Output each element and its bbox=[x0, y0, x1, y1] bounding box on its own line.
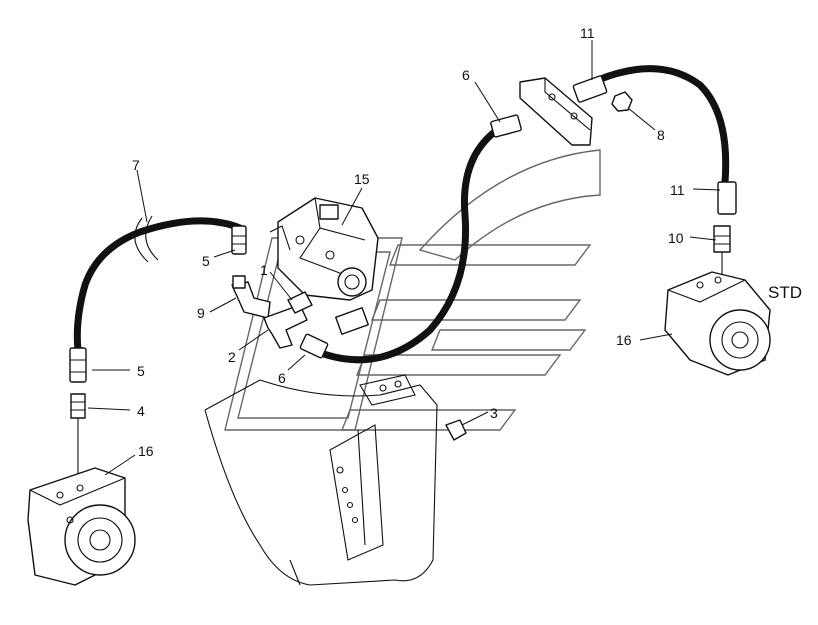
callout-8: 8 bbox=[657, 127, 665, 143]
hose-fitting-11-upper bbox=[572, 75, 608, 103]
adapter-10 bbox=[713, 225, 731, 253]
tractor-panel bbox=[204, 374, 438, 586]
adapter-4 bbox=[70, 393, 86, 480]
fitting-elbow-9 bbox=[231, 275, 271, 319]
hose-center bbox=[314, 124, 504, 364]
hose-fitting-5-upper bbox=[231, 225, 247, 255]
fitting-tee-2 bbox=[263, 304, 308, 349]
callout-3: 3 bbox=[490, 405, 498, 421]
adapter-1 bbox=[287, 291, 369, 335]
control-valve-15 bbox=[269, 197, 379, 301]
callout-16-left: 16 bbox=[138, 443, 154, 459]
hose-right bbox=[594, 65, 730, 186]
callout-6-lower: 6 bbox=[278, 370, 286, 386]
callout-11-upper: 11 bbox=[580, 25, 595, 41]
hydraulic-motor-16-left bbox=[27, 467, 136, 586]
callout-2: 2 bbox=[228, 349, 236, 365]
callout-15: 15 bbox=[354, 171, 370, 187]
nut-8 bbox=[611, 91, 633, 112]
callout-6-upper: 6 bbox=[462, 67, 470, 83]
callout-5-lower: 5 bbox=[137, 363, 145, 379]
watermark-logo bbox=[224, 149, 601, 431]
mounting-bracket bbox=[519, 77, 593, 146]
callout-4: 4 bbox=[137, 403, 145, 419]
hose-left bbox=[73, 217, 244, 354]
hose-fitting-5-lower bbox=[69, 347, 87, 383]
hose-fitting-6-upper bbox=[490, 114, 522, 138]
clip-7 bbox=[134, 215, 159, 263]
hose-fitting-6-lower bbox=[299, 333, 329, 359]
callout-1: 1 bbox=[260, 262, 268, 278]
hose-fitting-11-lower bbox=[717, 181, 737, 215]
callouts: 1 2 3 4 5 5 6 6 7 8 9 10 11 11 15 16 16 … bbox=[132, 25, 802, 459]
callout-16-right: 16 bbox=[616, 332, 632, 348]
plug-3 bbox=[445, 419, 467, 441]
leader-lines bbox=[87, 40, 721, 476]
variant-label: STD bbox=[768, 283, 802, 302]
callout-9: 9 bbox=[197, 305, 205, 321]
callout-11-lower: 11 bbox=[670, 182, 685, 198]
hydraulic-motor-16-right bbox=[664, 252, 771, 376]
callout-5-upper: 5 bbox=[202, 253, 210, 269]
callout-10: 10 bbox=[668, 230, 684, 246]
callout-7: 7 bbox=[132, 157, 140, 173]
